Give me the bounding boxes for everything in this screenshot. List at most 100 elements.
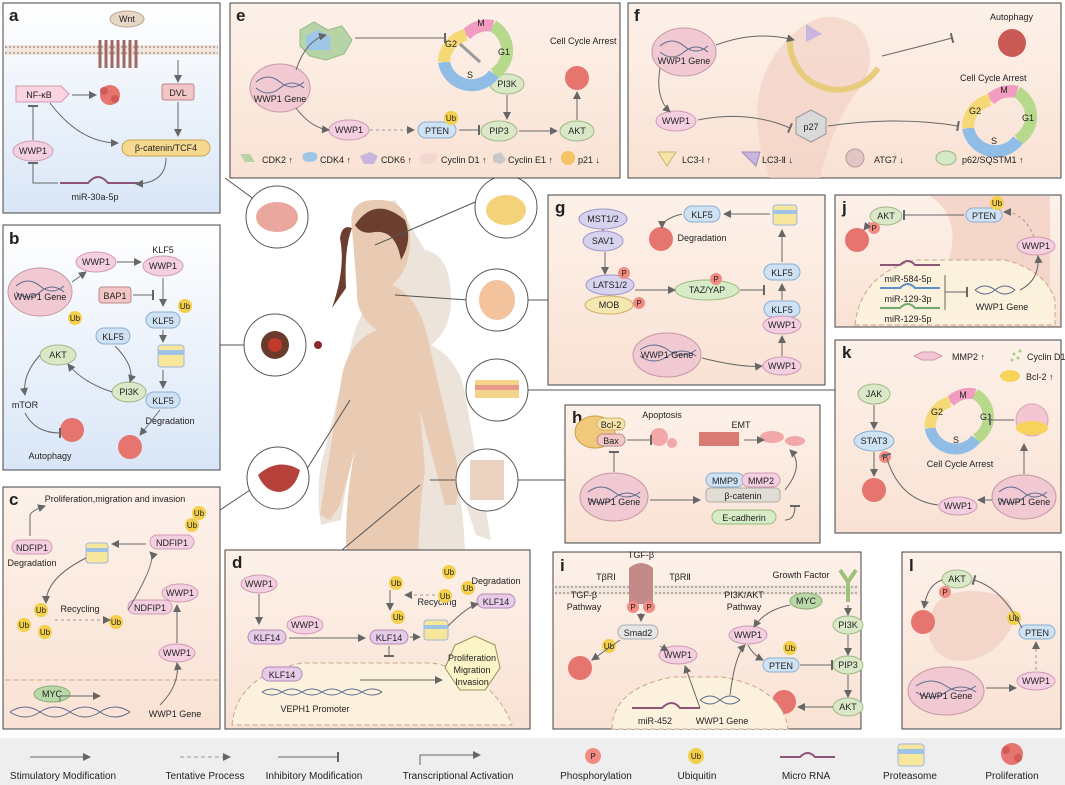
j-mir3: miR-129-5p xyxy=(884,314,931,324)
f-leg-0: LC3-Ⅰ ↑ xyxy=(682,155,711,165)
legend-trans: Transcriptional Activation xyxy=(403,771,514,782)
b-akt: AKT xyxy=(49,350,67,360)
c-ub4: Ub xyxy=(19,621,30,630)
h-gene: WWP1 Gene xyxy=(588,497,641,507)
e-cell-cycle: M G1 S G2 xyxy=(438,18,514,92)
panel-h-letter: h xyxy=(572,408,582,427)
b-bap1: BAP1 xyxy=(103,291,126,301)
f-leg-1: LC3-Ⅱ ↓ xyxy=(762,155,793,165)
k-gene: WWP1 Gene xyxy=(998,497,1051,507)
h-apoptosis: Apoptosis xyxy=(642,410,682,420)
d-promoter: VEPH1 Promoter xyxy=(280,704,349,714)
d-wwp1-a: WWP1 xyxy=(245,579,273,589)
i-pi3kpath1: PI3K/AKT xyxy=(724,590,764,600)
h-bcat: β-catenin xyxy=(724,491,761,501)
e-pi3k: PI3K xyxy=(497,79,517,89)
g-p3: P xyxy=(713,275,718,284)
d-out2: Migration xyxy=(453,665,490,675)
b-klf5-deg: KLF5 xyxy=(152,396,174,406)
a-bcat: β-catenin/TCF4 xyxy=(135,143,197,153)
panel-b: b WWP1 Gene WWP1 KLF5 WWP1 BAP1 KLF5 Ub … xyxy=(2,224,221,471)
l-pten: PTEN xyxy=(1025,628,1049,638)
c-myc: MYC xyxy=(42,689,63,699)
f-legend: LC3-Ⅰ ↑ LC3-Ⅱ ↓ ATG7 ↓ p62/SQSTM1 ↑ xyxy=(657,148,1024,168)
i-pi3k: PI3K xyxy=(838,620,858,630)
g-taz: TAZ/YAP xyxy=(689,285,725,295)
e-s: S xyxy=(467,70,473,80)
c-degradation: Degradation xyxy=(7,558,56,568)
legend-tent: Tentative Process xyxy=(166,771,245,782)
legend-inhib: Inhibitory Modification xyxy=(266,771,363,782)
i-tgfb: TGF-β xyxy=(628,550,654,560)
panel-e-letter: e xyxy=(236,6,245,25)
d-klf14-d: KLF14 xyxy=(269,670,296,680)
panel-g-letter: g xyxy=(555,198,565,217)
a-wnt: Wnt xyxy=(119,14,136,24)
k-g1: G1 xyxy=(980,412,992,422)
e-gene: WWP1 Gene xyxy=(254,94,307,104)
i-growth: Growth Factor xyxy=(772,570,829,580)
k-stat3: STAT3 xyxy=(861,436,888,446)
l-wwp1: WWP1 xyxy=(1022,676,1050,686)
c-prolif: Proliferation,migration and invasion xyxy=(45,494,186,504)
g-mst: MST1/2 xyxy=(587,214,619,224)
d-ub1: Ub xyxy=(391,579,402,588)
i-tgfpath2: Pathway xyxy=(567,602,602,612)
i-tbr2: TβRⅡ xyxy=(669,572,691,582)
e-pip3: PIP3 xyxy=(489,126,509,136)
j-mir2: miR-129-3p xyxy=(884,294,931,304)
g-klf5-a: KLF5 xyxy=(691,210,713,220)
f-m: M xyxy=(1000,85,1008,95)
b-klf5-free: KLF5 xyxy=(102,332,124,342)
legend: Stimulatory Modification Tentative Proce… xyxy=(0,738,1065,785)
e-g1: G1 xyxy=(498,47,510,57)
i-mir: miR-452 xyxy=(638,716,672,726)
l-gene: WWP1 Gene xyxy=(920,691,973,701)
b-gene: WWP1 Gene xyxy=(14,292,67,302)
h-mmp9: MMP9 xyxy=(712,476,738,486)
g-lats: LATS1/2 xyxy=(593,280,627,290)
i-wwp1-a: WWP1 xyxy=(664,650,692,660)
i-ub2: Ub xyxy=(785,644,796,653)
e-leg-3: Cyclin D1 ↑ xyxy=(441,155,487,165)
d-klf14-a: KLF14 xyxy=(254,633,281,643)
panel-j-letter: j xyxy=(841,198,847,217)
f-leg-3: p62/SQSTM1 ↑ xyxy=(962,155,1024,165)
g-klf5-b: KLF5 xyxy=(771,268,793,278)
d-klf14-c: KLF14 xyxy=(483,597,510,607)
panel-i: i TGF-β TβRⅠ TβRⅡ P P Growth Factor TGF-… xyxy=(552,550,864,730)
g-wwp1-a: WWP1 xyxy=(768,320,796,330)
e-leg-0: CDK2 ↑ xyxy=(262,155,293,165)
c-ub6: Ub xyxy=(111,618,122,627)
k-cyclin: Cyclin D1 ↑ xyxy=(1027,352,1065,362)
f-cell-cycle: M G1 S G2 xyxy=(962,85,1038,158)
i-smad2: Smad2 xyxy=(624,628,653,638)
f-arrest: Cell Cycle Arrest xyxy=(960,73,1027,83)
i-tgfpath1: TGF-β xyxy=(571,590,597,600)
e-leg-2: CDK6 ↑ xyxy=(381,155,412,165)
j-p: P xyxy=(871,224,876,233)
panel-f: f WWP1 Gene WWP1 Autophagy p27 Cell Cycl… xyxy=(627,2,1062,179)
f-g2: G2 xyxy=(969,106,981,116)
legend-ubiq-sym: Ub xyxy=(691,752,702,761)
legend-mirna: Micro RNA xyxy=(782,771,831,782)
j-ub: Ub xyxy=(992,199,1003,208)
g-p2: P xyxy=(636,299,641,308)
i-tbr1: TβRⅠ xyxy=(596,572,616,582)
panel-k: k MMP2 ↑ Cyclin D1 ↑ Bcl-2 ↑ JAK STAT3 P… xyxy=(834,339,1065,534)
b-wwp1: WWP1 xyxy=(82,257,110,267)
k-jak: JAK xyxy=(866,389,883,399)
c-ub3: Ub xyxy=(36,606,47,615)
l-p: P xyxy=(942,588,947,597)
k-m: M xyxy=(959,390,967,400)
e-ub: Ub xyxy=(446,114,457,123)
g-mob: MOB xyxy=(599,300,620,310)
g-sav: SAV1 xyxy=(592,236,614,246)
e-leg-5: p21 ↓ xyxy=(578,155,600,165)
i-ub1: Ub xyxy=(604,642,615,651)
f-p27: p27 xyxy=(803,122,818,132)
panel-c-letter: c xyxy=(9,490,18,509)
j-mir1: miR-584-5p xyxy=(884,274,931,284)
b-ub2: Ub xyxy=(70,314,81,323)
h-bcl2: Bcl-2 xyxy=(601,420,622,430)
